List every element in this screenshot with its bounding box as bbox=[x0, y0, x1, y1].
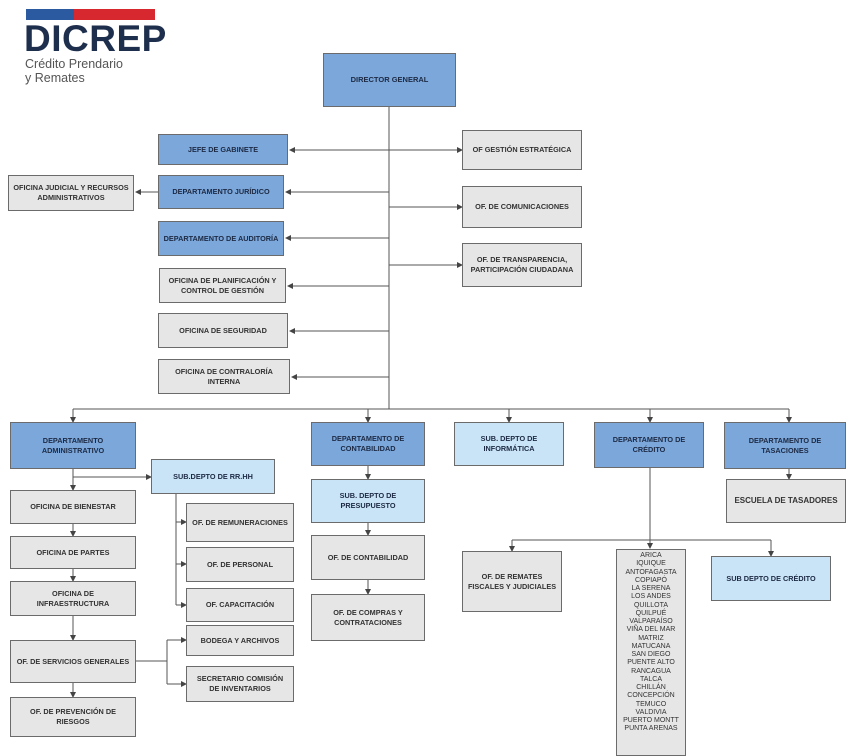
bodega-archivos-box: BODEGA Y ARCHIVOS bbox=[186, 625, 294, 656]
oficina-infraestructura-box: OFICINA DE INFRAESTRUCTURA bbox=[10, 581, 136, 616]
oficina-judicial-box: OFICINA JUDICIAL Y RECURSOS ADMINISTRATI… bbox=[8, 175, 134, 211]
departamento-tasaciones-box: DEPARTAMENTO DE TASACIONES bbox=[724, 422, 846, 469]
escuela-tasadores-box: ESCUELA DE TASADORES bbox=[726, 479, 846, 523]
sucursal-item: VALPARAÍSO bbox=[629, 618, 673, 625]
sucursal-item: QUILPUÉ bbox=[635, 609, 667, 617]
capacitacion-box: OF. CAPACITACIÓN bbox=[186, 588, 294, 622]
sucursal-item: ANTOFAGASTA bbox=[625, 568, 677, 576]
planificacion-box: OFICINA DE PLANIFICACIÓN Y CONTROL DE GE… bbox=[159, 268, 286, 303]
sucursal-item: CONCEPCIÓN bbox=[627, 692, 675, 700]
logo-name: DICREP bbox=[24, 18, 167, 59]
comunicaciones-box: OF. DE COMUNICACIONES bbox=[462, 186, 582, 228]
director-general-box: DIRECTOR GENERAL bbox=[323, 53, 456, 107]
subdepto-credito-box: SUB DEPTO DE CRÉDITO bbox=[711, 556, 831, 601]
departamento-auditoria-box: DEPARTAMENTO DE AUDITORÍA bbox=[158, 221, 284, 256]
sucursal-item: SAN DIEGO bbox=[631, 651, 671, 658]
servicios-generales-box: OF. DE SERVICIOS GENERALES bbox=[10, 640, 136, 683]
contraloria-box: OFICINA DE CONTRALORÍA INTERNA bbox=[158, 359, 290, 394]
logo-subtitle-line2: y Remates bbox=[25, 70, 85, 85]
sucursal-item: COPIAPÓ bbox=[635, 576, 667, 584]
prevencion-riesgos-box: OF. DE PREVENCIÓN DE RIESGOS bbox=[10, 697, 136, 737]
remuneraciones-box: OF. DE REMUNERACIONES bbox=[186, 503, 294, 542]
seguridad-box: OFICINA DE SEGURIDAD bbox=[158, 313, 288, 348]
subdepto-informatica-box: SUB. DEPTO DE INFORMÁTICA bbox=[454, 422, 564, 466]
oficina-bienestar-box: OFICINA DE BIENESTAR bbox=[10, 490, 136, 524]
sucursal-item: LA SERENA bbox=[631, 585, 671, 592]
transparencia-box: OF. DE TRANSPARENCIA, PARTICIPACIÓN CIUD… bbox=[462, 243, 582, 287]
sucursal-item: CHILLÁN bbox=[636, 684, 666, 691]
sucursal-item: QUILLOTA bbox=[633, 601, 669, 609]
remates-fiscales-box: OF. DE REMATES FISCALES Y JUDICIALES bbox=[462, 551, 562, 612]
sucursal-item: IQUIQUE bbox=[636, 560, 666, 568]
personal-box: OF. DE PERSONAL bbox=[186, 547, 294, 582]
sucursal-item: TEMUCO bbox=[635, 700, 667, 708]
sucursal-item: PUENTE ALTO bbox=[627, 659, 675, 667]
compras-contrataciones-box: OF. DE COMPRAS Y CONTRATACIONES bbox=[311, 594, 425, 641]
sucursal-item: LOS ANDES bbox=[631, 593, 671, 601]
sucursal-item: VALDIVIA bbox=[635, 708, 667, 716]
sucursal-item: RANCAGUA bbox=[631, 667, 671, 675]
sucursal-item: MATRIZ bbox=[638, 634, 664, 642]
of-contabilidad-box: OF. DE CONTABILIDAD bbox=[311, 535, 425, 580]
sucursal-item: ARICA bbox=[640, 552, 662, 559]
sucursal-item: VIÑA DEL MAR bbox=[626, 626, 676, 634]
logo-red-bar bbox=[74, 9, 155, 20]
gestion-estrategica-box: OF GESTIÓN ESTRATÉGICA bbox=[462, 130, 582, 170]
jefe-gabinete-box: JEFE DE GABINETE bbox=[158, 134, 288, 165]
logo-subtitle: Crédito Prendario y Remates bbox=[25, 57, 123, 86]
sucursal-item: TALCA bbox=[639, 675, 663, 683]
subdepto-presupuesto-box: SUB. DEPTO DE PRESUPUESTO bbox=[311, 479, 425, 523]
departamento-credito-box: DEPARTAMENTO DE CRÉDITO bbox=[594, 422, 704, 468]
logo-flag-bars bbox=[26, 9, 155, 20]
oficina-partes-box: OFICINA DE PARTES bbox=[10, 536, 136, 569]
logo-subtitle-line1: Crédito Prendario bbox=[25, 57, 123, 71]
departamento-juridico-box: DEPARTAMENTO JURÍDICO bbox=[158, 175, 284, 209]
secretario-comision-box: SECRETARIO COMISIÓN DE INVENTARIOS bbox=[186, 666, 294, 702]
logo-blue-bar bbox=[26, 9, 74, 20]
sucursal-item: MATUCANA bbox=[631, 642, 671, 650]
sucursal-item: PUERTO MONTT bbox=[623, 717, 679, 724]
departamento-contabilidad-box: DEPARTAMENTO DE CONTABILIDAD bbox=[311, 422, 425, 466]
departamento-administrativo-box: DEPARTAMENTO ADMINISTRATIVO bbox=[10, 422, 136, 469]
sucursal-item: PUNTA ARENAS bbox=[624, 725, 678, 733]
subdepto-rrhh-box: SUB.DEPTO DE RR.HH bbox=[151, 459, 275, 494]
